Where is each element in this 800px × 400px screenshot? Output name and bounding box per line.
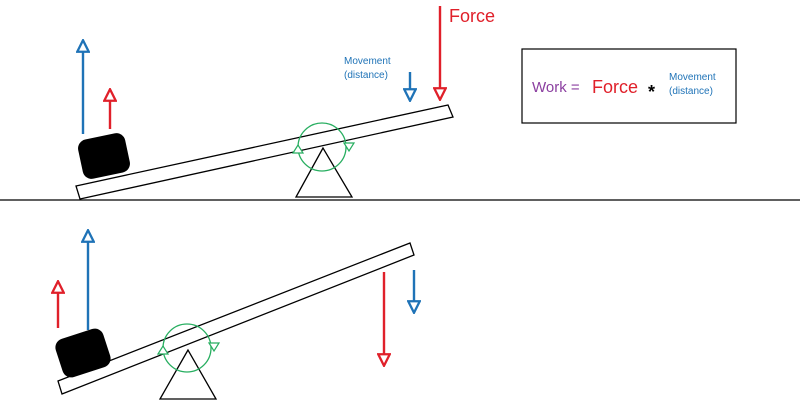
formula-multiply-symbol: * [648,82,655,102]
top-load-block [78,133,130,179]
bottom-rotation-icon [156,323,221,373]
formula-movement-label: Movement [669,72,716,83]
bottom-fulcrum-triangle [158,348,218,400]
top-force-label: Force [449,6,495,26]
bottom-scene [53,236,415,400]
formula-frame [521,48,737,124]
bottom-lever-plank [57,242,415,395]
top-fulcrum-triangle [294,146,354,198]
formula-force-label: Force [592,77,638,97]
work-formula-box: Work = Force * Movement (distance) [521,48,737,124]
top-distance-label: (distance) [344,70,388,81]
formula-distance-label: (distance) [669,86,713,97]
top-movement-label: Movement [344,56,391,67]
top-rotation-icon [291,122,356,172]
bottom-load-block [55,328,111,378]
top-scene: Force Movement (distance) [75,6,495,200]
top-lever-plank [75,104,454,200]
formula-work-label: Work = [532,79,580,96]
